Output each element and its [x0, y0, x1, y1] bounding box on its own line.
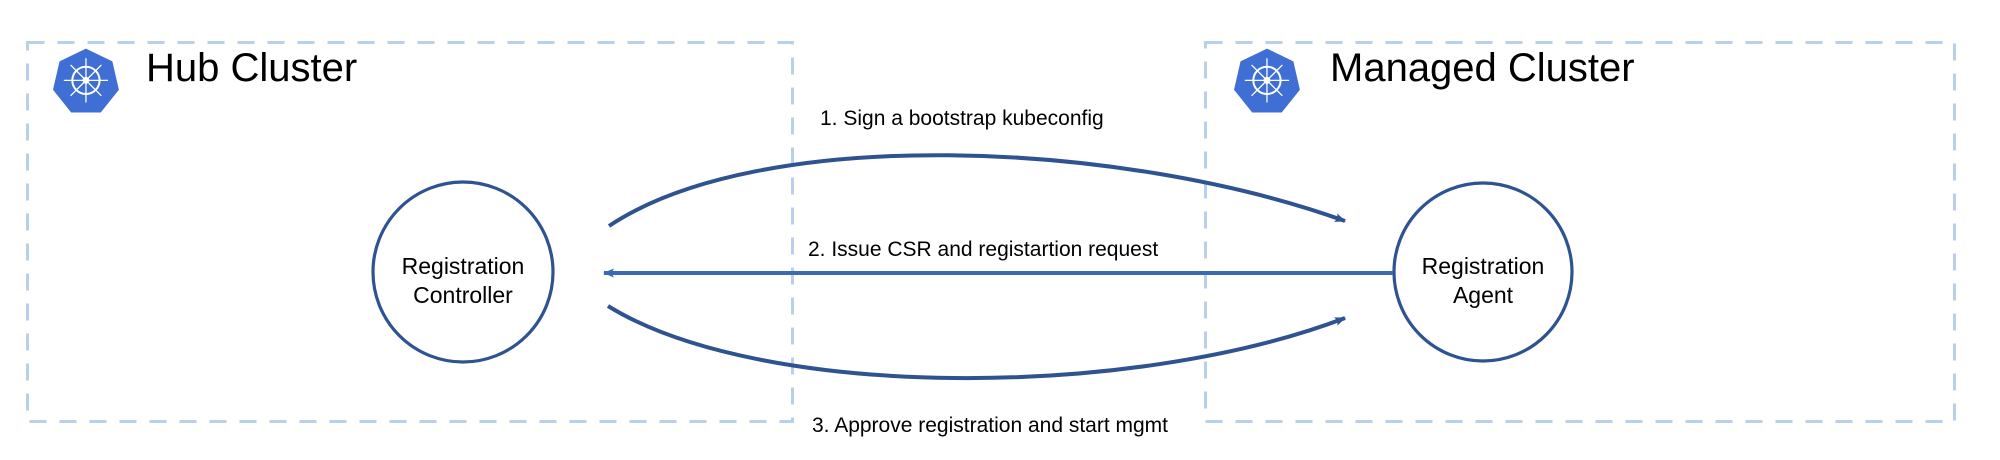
registration-controller-label: Registration Controller [363, 252, 563, 311]
registration-agent-label: Registration Agent [1383, 252, 1583, 311]
registration-controller-label-line2: Controller [413, 282, 513, 309]
flow-1-arrow [607, 153, 1346, 228]
flow-3-label: 3. Approve registration and start mgmt [812, 414, 1169, 437]
kubernetes-icon [53, 48, 119, 113]
flow-1-label: 1. Sign a bootstrap kubeconfig [820, 107, 1104, 130]
flow-3-arrow [606, 304, 1346, 380]
registration-controller-label-line1: Registration [401, 253, 525, 279]
managed-cluster-title: Managed Cluster [1330, 46, 1635, 90]
flow-2-label: 2. Issue CSR and registartion request [808, 238, 1159, 261]
hub-cluster-title: Hub Cluster [146, 46, 358, 90]
registration-agent-label-line1: Registration [1421, 253, 1545, 279]
managed-cluster-boundary [1204, 41, 1956, 423]
registration-agent-label-line2: Agent [1452, 282, 1514, 309]
kubernetes-icon [1234, 48, 1300, 113]
registration-controller-circle[interactable] [371, 180, 555, 364]
registration-agent-circle[interactable] [1392, 181, 1574, 363]
